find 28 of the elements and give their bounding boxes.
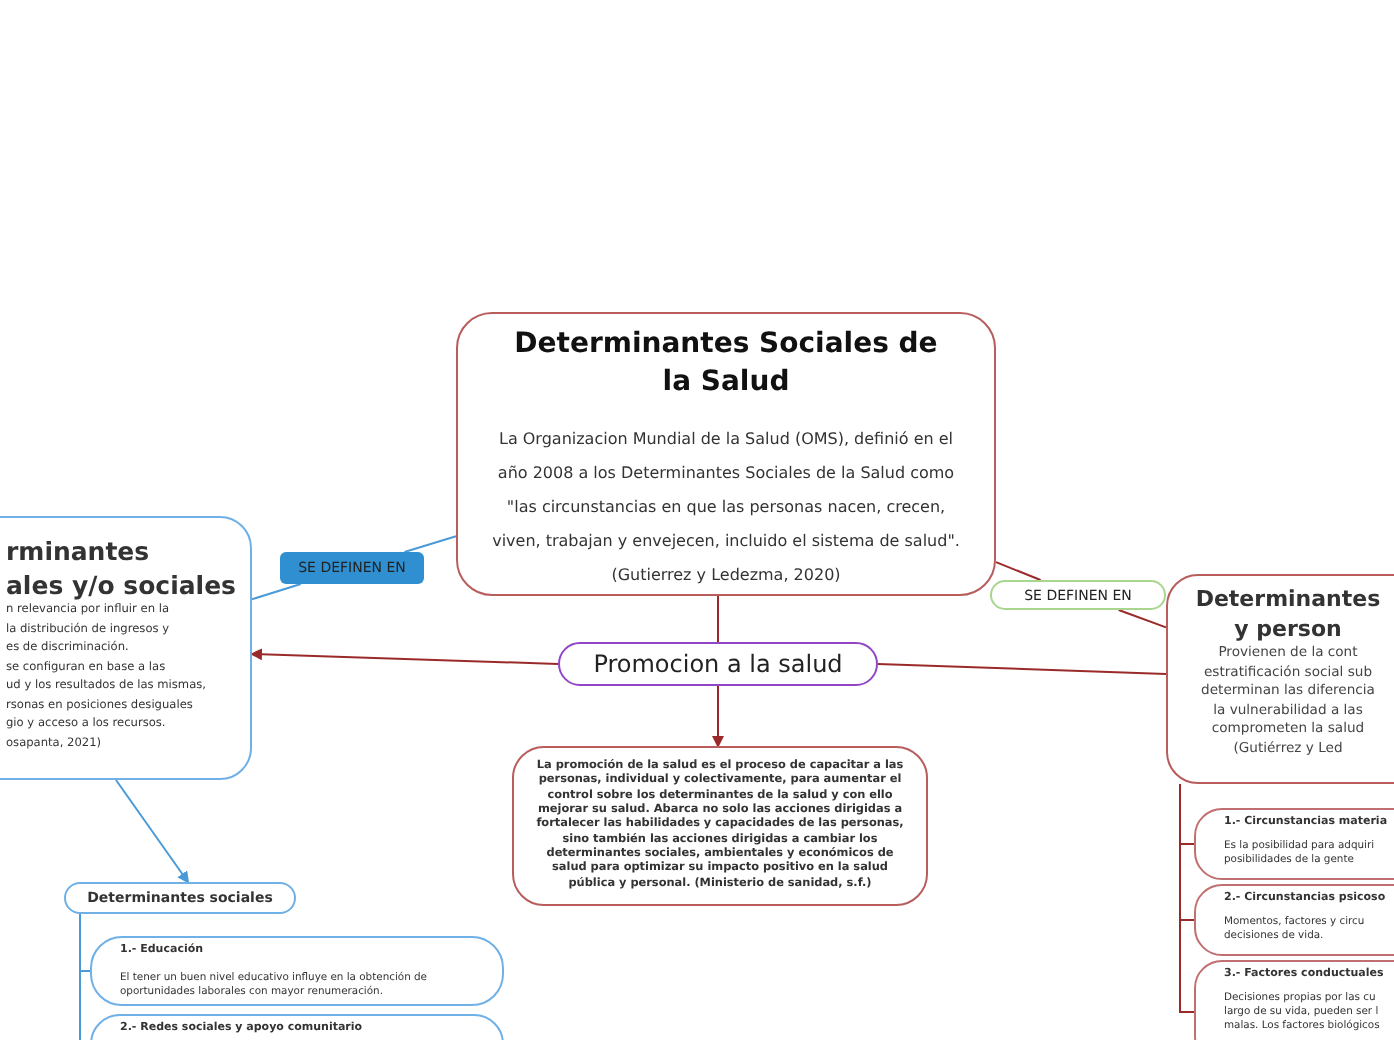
description-box [512, 746, 928, 906]
connector [995, 561, 1042, 581]
node-title: Promocion a la salud [593, 650, 843, 678]
node-title: Determinantes [1193, 584, 1383, 614]
topic-box [0, 516, 252, 780]
topic-pill [558, 642, 878, 686]
node-title: Determinantes Sociales de la Salud [512, 326, 940, 402]
connector [1117, 609, 1167, 629]
node-title: y person [1232, 614, 1344, 644]
connector [1179, 783, 1195, 1013]
relation-tag [990, 580, 1166, 610]
connector [403, 535, 457, 553]
topic-box [1166, 574, 1394, 784]
connector [877, 663, 1167, 675]
topic-box [456, 312, 996, 596]
connector [250, 648, 559, 665]
connector [251, 583, 302, 601]
item-box [1194, 808, 1394, 880]
node-text: La Organizacion Mundial de la Salud (OMS), definió en el año 2008 a los Determinantes Sociales de la Salud como "las circunstancias en que las personas nacen, crecen, viven, trabajan y envejecen, incluido el sistema de salud". (Gutierrez y Ledezma, 2020) [490, 428, 962, 588]
item-box [90, 936, 504, 1006]
subtopic-box [64, 882, 296, 914]
relation-tag [280, 552, 424, 584]
connector [712, 685, 724, 748]
connector [717, 595, 719, 643]
node-title: rminantes [6, 534, 152, 568]
item-box [1194, 884, 1394, 956]
node-title: ales y/o sociales [6, 568, 239, 602]
connector [115, 779, 190, 884]
